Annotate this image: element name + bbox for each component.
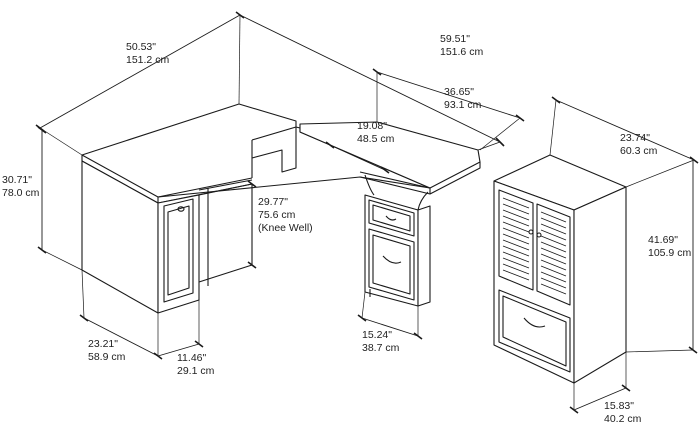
pedestal-gap-in: 11.46" (177, 352, 206, 364)
hutch-drawer (498, 289, 571, 373)
door-knob-icon (177, 206, 185, 212)
hutch-width-in: 23.74" (620, 132, 650, 144)
hutch-depth-cm: 40.2 cm (604, 413, 642, 425)
drawer-width-cm: 38.7 cm (362, 342, 400, 354)
hutch-height-cm: 105.9 cm (648, 247, 691, 259)
return-front-edge-lower (359, 176, 431, 195)
louver-slats (502, 197, 567, 295)
pedestal-gap-cm: 29.1 cm (177, 365, 215, 377)
small-drawer (368, 199, 415, 237)
left-pedestal-door (163, 198, 194, 303)
knee-well-panel (198, 183, 253, 283)
desk-left-width-cm: 151.2 cm (126, 54, 169, 66)
desk-depth-cm: 58.9 cm (88, 351, 126, 363)
desk-height-cm: 78.0 cm (2, 187, 40, 199)
right-pedestal-side (417, 205, 431, 307)
small-drawer-inset (372, 204, 411, 232)
return-depth-cm: 48.5 cm (357, 133, 395, 145)
hutch-width-cm: 60.3 cm (620, 145, 658, 157)
return-length-cm: 93.1 cm (444, 99, 482, 111)
hutch-knob-icon (536, 232, 542, 238)
hutch-right-door (536, 203, 571, 306)
desk-back-panel (251, 126, 297, 173)
return-top-edge (429, 162, 481, 195)
desk-height-in: 30.71" (2, 174, 32, 186)
desk-left-width-in: 50.53" (126, 41, 156, 53)
dimension-labels: 50.53" 151.2 cm 59.51" 151.6 cm 36.65" 9… (2, 33, 691, 425)
hutch-side (573, 186, 627, 384)
hutch-depth-in: 15.83" (604, 400, 634, 412)
l-desk (81, 103, 481, 314)
hutch-cabinet (493, 154, 627, 384)
hutch-height-in: 41.69" (648, 234, 678, 246)
return-depth-in: 19.08" (357, 120, 387, 132)
knee-well-height-cm: 75.6 cm (258, 209, 296, 221)
desk-total-width-cm: 151.6 cm (440, 46, 483, 58)
hutch-drawer-inset (502, 295, 567, 367)
pedestal-bracket (364, 174, 429, 211)
drawer-width-in: 15.24" (362, 329, 392, 341)
knee-well-height-in: 29.77" (258, 196, 288, 208)
left-pedestal-door-inner (167, 205, 190, 296)
hutch-drawer-pull-icon (523, 317, 546, 328)
hutch-knob-icon (528, 229, 534, 235)
small-drawer-pull-icon (385, 215, 397, 221)
return-length-in: 36.65" (444, 86, 474, 98)
desk-depth-in: 23.21" (88, 338, 118, 350)
desk-top-front-edge (157, 177, 253, 198)
desk-total-width-in: 59.51" (440, 33, 470, 45)
file-drawer (368, 228, 415, 301)
knee-well-note: (Knee Well) (258, 222, 313, 234)
dimension-lines (35, 11, 699, 414)
file-drawer-pull-icon (382, 255, 402, 264)
return-front-edge (359, 171, 431, 189)
hutch-left-door (498, 189, 534, 291)
file-drawer-inset (372, 234, 411, 295)
